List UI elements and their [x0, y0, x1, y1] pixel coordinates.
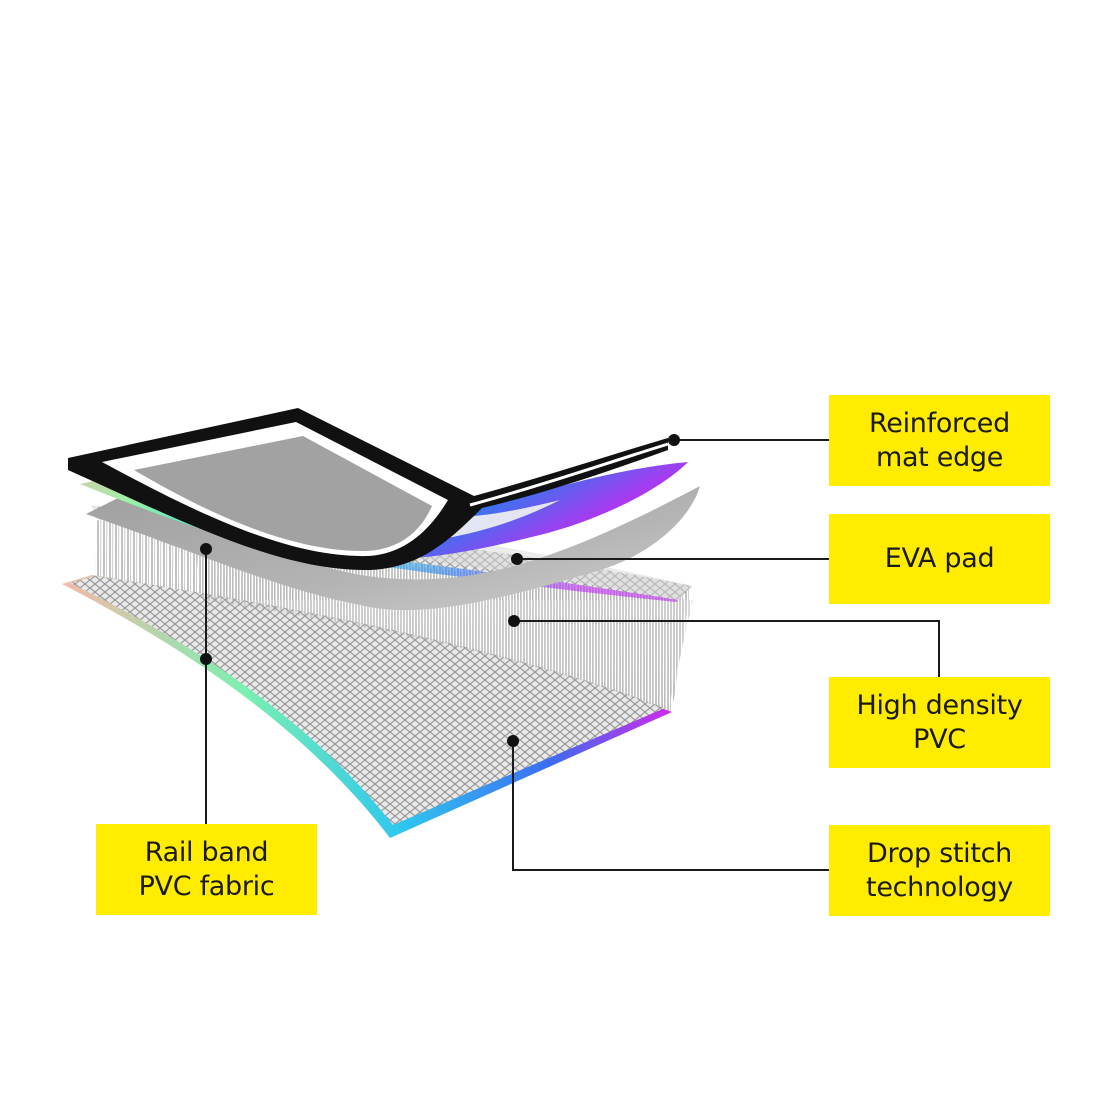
- dot-drop-stitch: [507, 735, 519, 747]
- dot-rail-band-lower: [200, 653, 212, 665]
- label-text: Drop stitch technology: [866, 837, 1013, 903]
- eva-pad-layer: [86, 486, 700, 611]
- leader-dots: [200, 434, 680, 747]
- label-text: Reinforced mat edge: [869, 407, 1010, 473]
- label-reinforced-mat-edge: Reinforced mat edge: [829, 395, 1050, 486]
- dot-rail-band-upper: [200, 543, 212, 555]
- label-rail-band-pvc-fabric: Rail band PVC fabric: [96, 824, 317, 915]
- label-text: High density PVC: [856, 689, 1023, 755]
- dot-eva-pad: [511, 553, 523, 565]
- reinforced-edge-frame: [68, 408, 669, 571]
- label-drop-stitch-technology: Drop stitch technology: [829, 825, 1050, 916]
- label-eva-pad: EVA pad: [829, 514, 1050, 604]
- label-text: EVA pad: [884, 543, 995, 575]
- label-text: Rail band PVC fabric: [138, 836, 275, 902]
- leader-drop-stitch: [512, 741, 829, 871]
- drop-stitch-base-layer: [62, 575, 672, 838]
- dot-high-density: [508, 615, 520, 627]
- leader-high-density: [514, 620, 940, 677]
- label-high-density-pvc: High density PVC: [829, 677, 1050, 768]
- dot-reinforced-edge: [668, 434, 680, 446]
- leader-lines: [205, 439, 940, 871]
